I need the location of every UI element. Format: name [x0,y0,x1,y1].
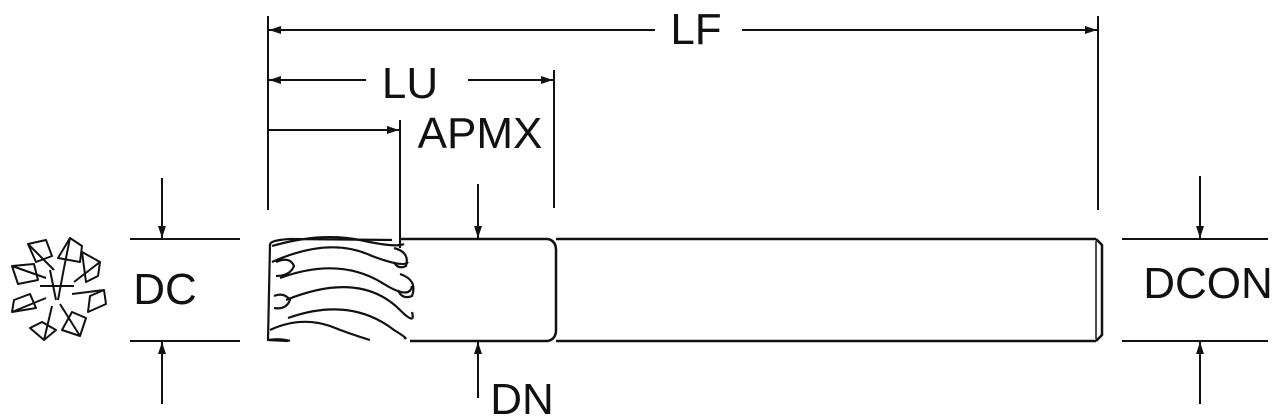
dn-label: DN [490,375,554,419]
dcon-label: DCON [1143,259,1273,308]
length-extension-lines [267,16,1099,210]
lu-label: LU [382,59,438,108]
dc-dimension [130,178,240,404]
end-view-icon [11,237,107,341]
lf-label: LF [670,5,721,54]
apmx-label: APMX [418,109,543,158]
apmx-dimension [269,120,401,248]
cutting-flutes [266,236,415,343]
dcon-dimension [1122,176,1268,404]
tool-body [400,237,1104,343]
dc-label: DC [133,265,197,314]
